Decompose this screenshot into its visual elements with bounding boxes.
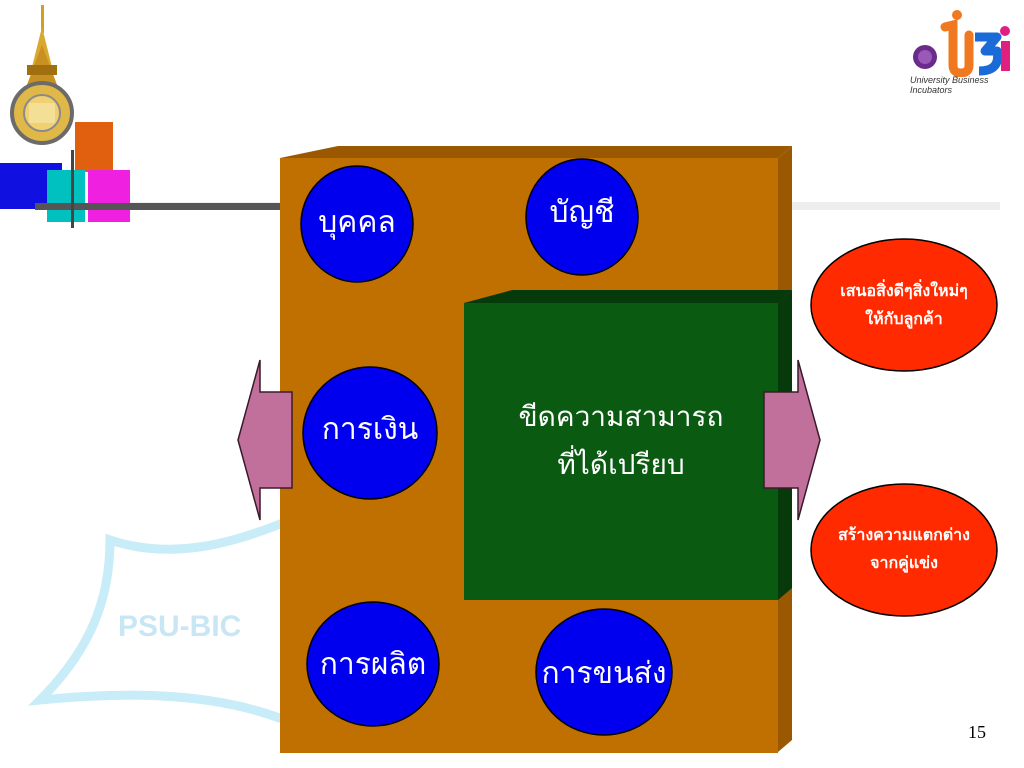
watermark-shape: [27, 513, 295, 727]
box-top-face: [280, 146, 792, 158]
outcome-label-1: เสนอสิ่งดีๆสิ่งใหม่ๆ ให้กับลูกค้า: [840, 281, 968, 328]
color-block-cyan: [47, 170, 85, 222]
core-top-face: [464, 290, 792, 303]
circle-accounting: [525, 158, 639, 276]
circle-logistics: [535, 608, 673, 736]
crest-emblem: [10, 5, 74, 145]
ubi-logo-caption: University Business Incubators: [910, 75, 989, 95]
core-front-face: [464, 303, 778, 600]
ubi-logo: University Business Incubators: [905, 5, 1015, 95]
watermark-text: PSU-BIC: [118, 610, 242, 643]
outcome-label-2: สร้างความแตกต่าง จากคู่แข่ง: [838, 525, 970, 572]
outcome-ellipse-2: [810, 483, 998, 617]
color-block-magenta: [88, 170, 130, 222]
left-arrow: [237, 359, 293, 521]
label-production: การผลิต: [319, 647, 427, 682]
right-arrow: [763, 359, 821, 521]
page-number: 15: [968, 722, 986, 742]
circle-finance: [302, 366, 438, 500]
ubi-logo-mark: [913, 10, 1010, 77]
dark-vertical: [71, 150, 74, 228]
outcome-ellipse-1: [810, 238, 998, 372]
core-label-line1: ขีดความสามารถ: [518, 400, 724, 433]
label-finance: การเงิน: [321, 412, 419, 447]
core-label-line2: ที่ได้เปรียบ: [557, 448, 685, 481]
circle-personnel: [300, 165, 414, 283]
circle-production: [306, 601, 440, 727]
label-personnel: บุคคล: [318, 205, 396, 240]
dark-rule: [35, 203, 280, 210]
label-accounting: บัญชี: [549, 195, 615, 230]
color-block-orange: [75, 122, 113, 172]
label-logistics: การขนส่ง: [541, 656, 667, 691]
